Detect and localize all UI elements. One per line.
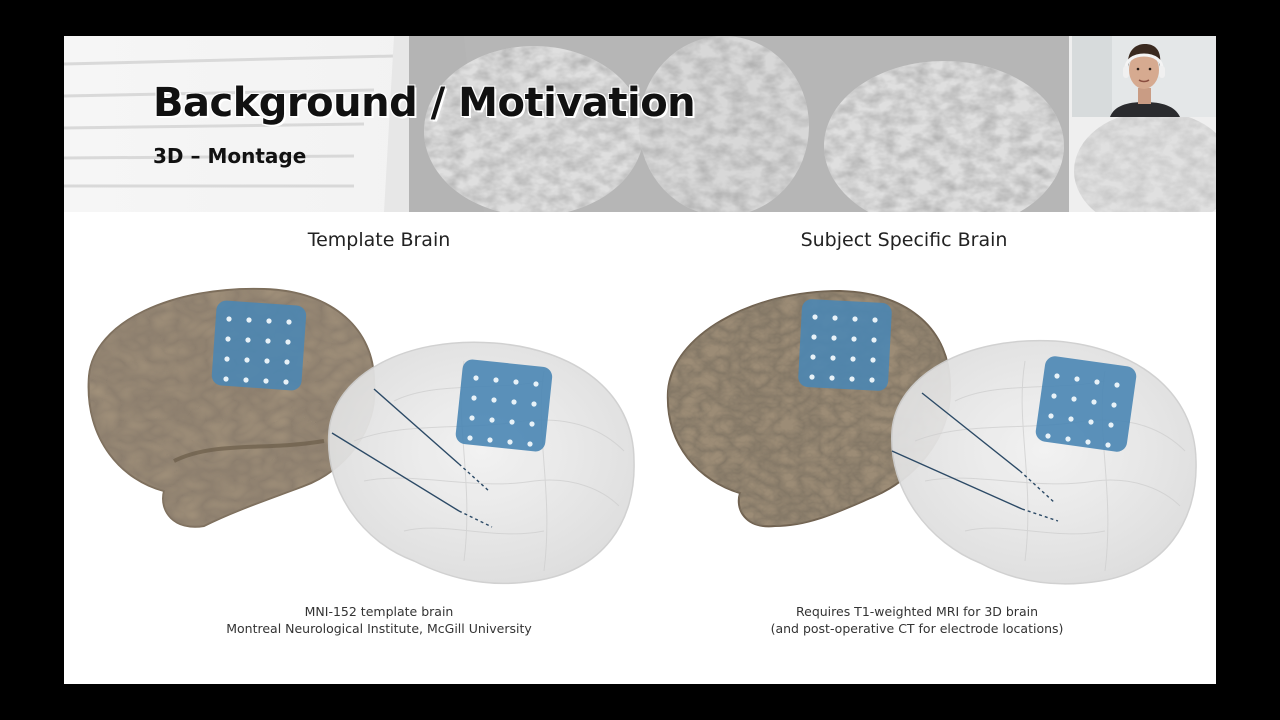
- subject-brain-caption: Requires T1-weighted MRI for 3D brain (a…: [707, 603, 1127, 637]
- presentation-slide: Background / Motivation 3D – Montage Tem…: [64, 36, 1216, 684]
- caption-line: Montreal Neurological Institute, McGill …: [226, 621, 532, 636]
- header-background-image: [64, 36, 1216, 212]
- caption-line: (and post-operative CT for electrode loc…: [770, 621, 1064, 636]
- caption-line: Requires T1-weighted MRI for 3D brain: [796, 604, 1038, 619]
- template-brain-title: Template Brain: [307, 229, 451, 251]
- presenter-avatar: [1072, 36, 1216, 117]
- template-brain-caption: MNI-152 template brain Montreal Neurolog…: [169, 603, 589, 637]
- slide-subtitle: 3D – Montage: [153, 144, 307, 168]
- template-brain-figure: [87, 287, 635, 585]
- subject-brain-figure: [666, 289, 1197, 585]
- slide-title: Background / Motivation: [153, 80, 696, 126]
- caption-line: MNI-152 template brain: [304, 604, 454, 619]
- subject-brain-title: Subject Specific Brain: [800, 229, 1008, 251]
- presenter-webcam: [1072, 36, 1216, 117]
